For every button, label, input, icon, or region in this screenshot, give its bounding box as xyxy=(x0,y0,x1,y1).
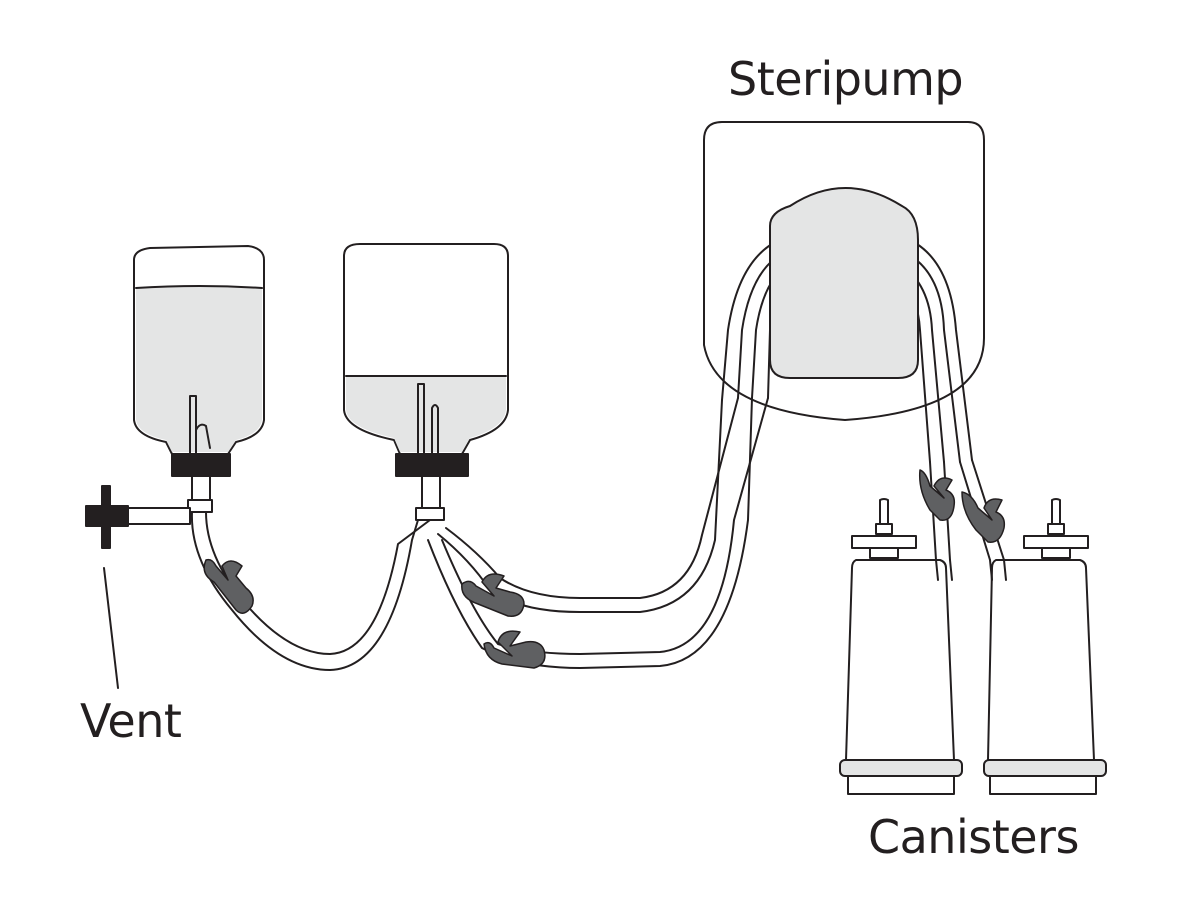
clamp-right-2 xyxy=(961,491,1006,543)
middle-bottle xyxy=(343,243,509,521)
left-bottle xyxy=(133,245,265,513)
clamp-right-1 xyxy=(918,469,956,521)
canister-inlet-tubes xyxy=(935,559,1007,581)
clamps xyxy=(203,469,1006,669)
vent-label: Vent xyxy=(80,694,182,748)
canisters-label: Canisters xyxy=(868,810,1079,864)
left-bottle-liquid xyxy=(136,286,262,452)
clamp-left xyxy=(203,558,254,614)
vent-filter xyxy=(85,485,191,689)
canister-left xyxy=(839,498,963,795)
middle-bottle-cap xyxy=(395,453,469,477)
steripump-label: Steripump xyxy=(728,52,964,106)
clamp-middle-lower xyxy=(483,630,546,669)
middle-bottle-liquid xyxy=(346,376,506,452)
left-bottle-cap xyxy=(171,453,231,477)
canister-right xyxy=(983,498,1107,795)
clamp-middle-upper xyxy=(461,573,525,617)
pump-head xyxy=(769,187,919,379)
vent-leader-line xyxy=(103,567,119,689)
